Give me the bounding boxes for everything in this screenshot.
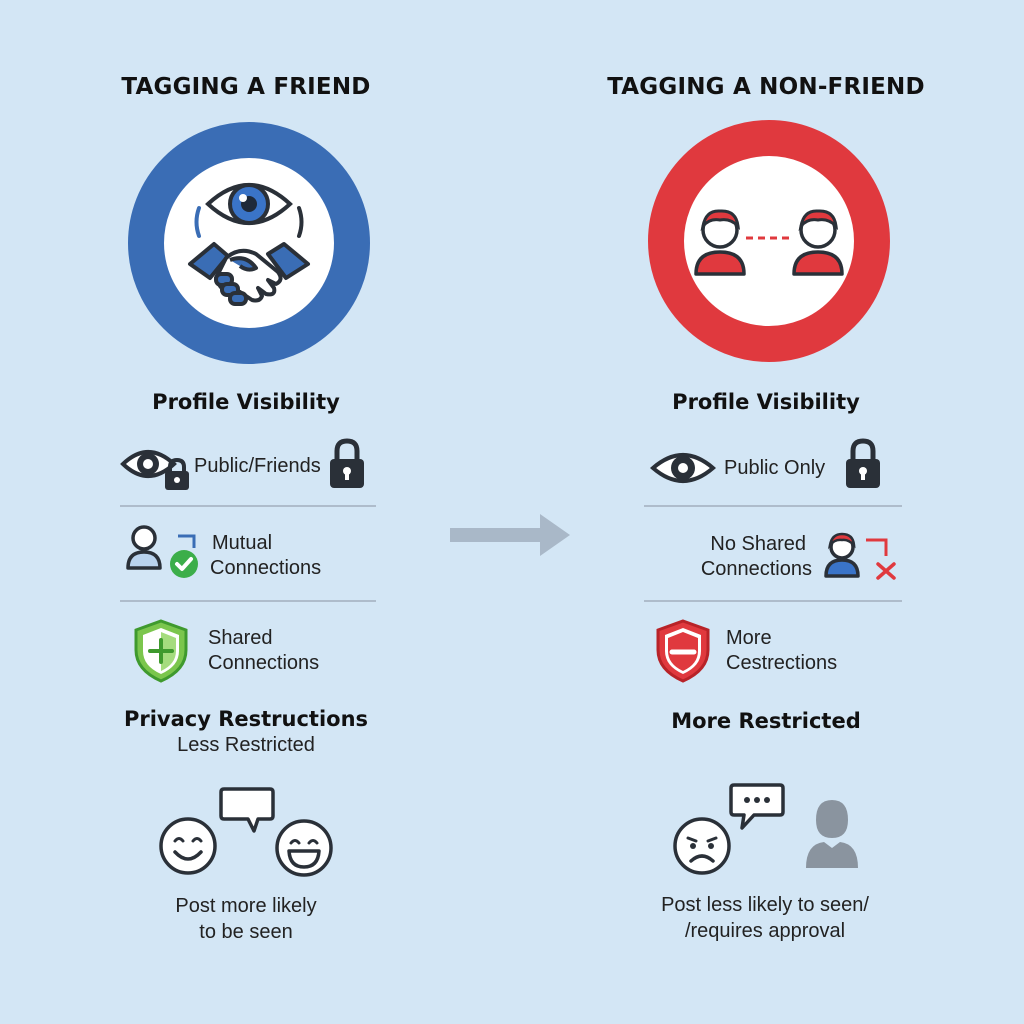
- person-icon: [126, 525, 162, 570]
- smiley-icon: [159, 817, 217, 875]
- check-icon: [170, 550, 198, 578]
- eye-handshake-icon: [188, 183, 310, 306]
- chat-bubble-icon: [729, 783, 785, 830]
- right-title: TAGGING A NON-FRIEND: [607, 74, 925, 100]
- arrow-right-icon: [450, 514, 570, 556]
- handshake-icon: [188, 242, 310, 306]
- shared-label-2: Connections: [208, 652, 320, 674]
- more-label-1: More: [726, 627, 772, 649]
- left-privacy-sub: Less Restricted: [177, 734, 315, 756]
- smiley-icon: [275, 819, 333, 877]
- left-divider-2: [120, 600, 376, 602]
- left-privacy-heading: Privacy Restructions: [123, 707, 369, 731]
- eye-icon: [650, 453, 716, 483]
- right-privacy-heading: More Restricted: [671, 709, 861, 733]
- left-title: TAGGING A FRIEND: [121, 74, 371, 100]
- shield-plus-icon: [134, 619, 188, 683]
- person-icon: [694, 209, 746, 276]
- person-icon: [792, 209, 844, 276]
- lock-icon: [846, 438, 880, 488]
- left-visibility-text: Public/Friends: [194, 455, 321, 477]
- left-visibility-heading: Profile Visibility: [152, 390, 340, 414]
- right-outcome-2: /requires approval: [684, 920, 846, 942]
- more-label-2: Cestrections: [726, 652, 838, 674]
- mutual-label-1: Mutual: [212, 532, 273, 554]
- right-divider-2: [644, 600, 902, 602]
- no-shared-label-1: No Shared: [710, 533, 806, 555]
- left-outcome-1: Post more likely: [175, 895, 317, 917]
- left-divider-1: [120, 505, 376, 507]
- shared-label-1: Shared: [208, 627, 273, 649]
- x-icon: [866, 538, 896, 580]
- right-visibility-heading: Profile Visibility: [672, 390, 860, 414]
- right-outcome-1: Post less likely to seen/: [661, 894, 869, 916]
- eye-icon: [205, 183, 293, 225]
- connector-line: [178, 534, 196, 548]
- lock-icon: [165, 458, 189, 490]
- right-divider-1: [644, 505, 902, 507]
- eye-icon: [120, 450, 177, 478]
- left-outcome-2: to be seen: [199, 921, 293, 943]
- shield-minus-icon: [656, 619, 710, 683]
- persons-disconnected-icon: [694, 209, 844, 276]
- person-icon: [824, 532, 860, 578]
- chat-bubble-icon: [219, 787, 275, 833]
- lock-icon: [330, 438, 364, 488]
- person-silhouette-icon: [806, 800, 858, 868]
- right-visibility-text: Public Only: [724, 457, 826, 479]
- no-shared-label-2: Connections: [700, 558, 812, 580]
- sad-face-icon: [673, 817, 731, 875]
- mutual-label-2: Connections: [210, 557, 322, 579]
